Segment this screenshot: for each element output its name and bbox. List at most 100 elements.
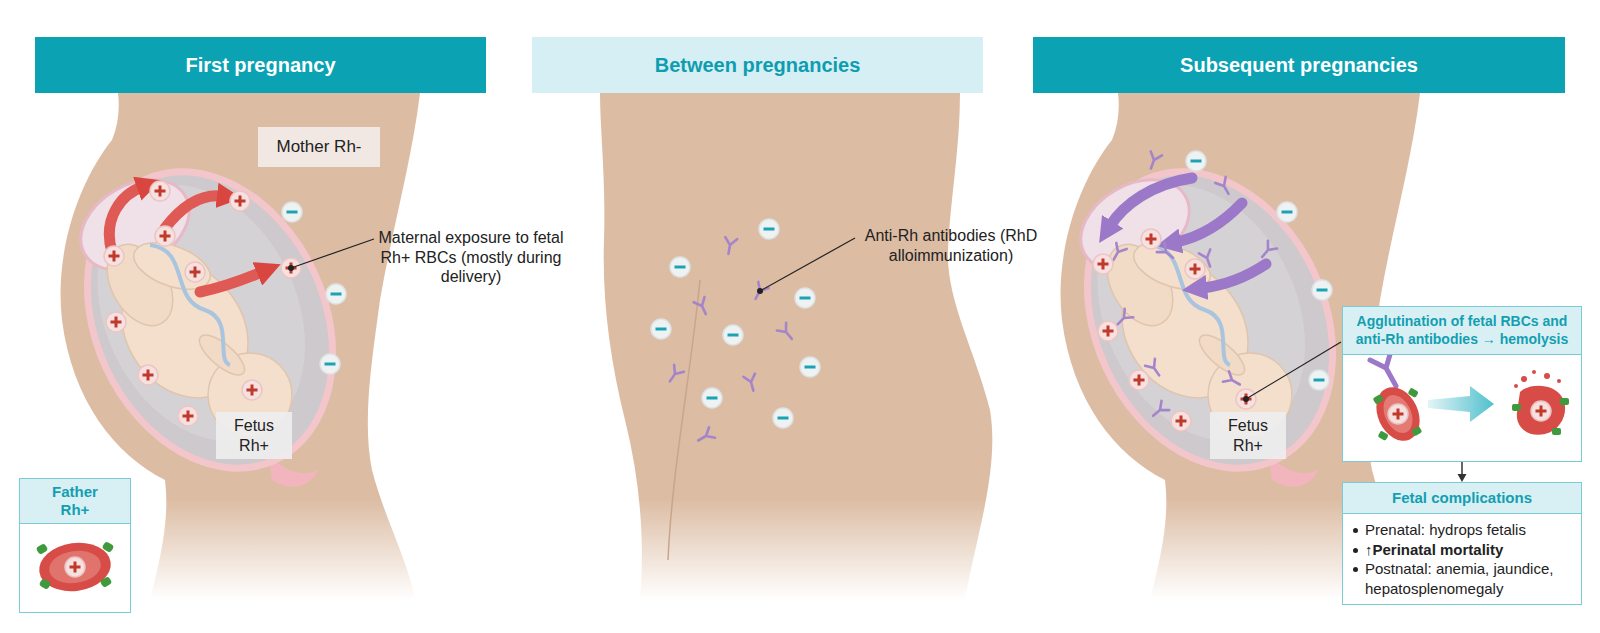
father-rbc	[102, 541, 115, 553]
red-arrow	[165, 196, 222, 228]
hemolysis-icon	[1411, 426, 1422, 437]
hemolysis-icon	[1368, 351, 1569, 448]
father-rbc	[36, 538, 114, 596]
rh-negative-cell	[651, 219, 820, 428]
hemolysis-icon	[1514, 384, 1518, 388]
connector-line	[1461, 462, 1463, 475]
fetus-label-box: Fetus Rh+	[216, 412, 292, 459]
section-header: First pregnancy	[35, 37, 486, 93]
section-header: Subsequent pregnancies	[1033, 37, 1565, 93]
hemolysis-icon	[1557, 379, 1561, 383]
rh-negative-cell	[1309, 370, 1329, 390]
rh-negative-cell	[320, 354, 340, 374]
bullet-row: Postnatal: anemia, jaundice, hepatosplen…	[1353, 559, 1573, 598]
leader-line	[288, 239, 374, 271]
rh-negative-cell	[1186, 151, 1332, 390]
antibody	[1108, 151, 1277, 420]
father-rbc	[65, 557, 85, 577]
antibody	[777, 323, 796, 343]
rh-positive-cell	[1098, 321, 1118, 341]
leader-line	[1246, 342, 1341, 399]
hemolysis-icon	[1428, 386, 1494, 422]
box-heading: Father Rh+	[20, 479, 130, 524]
antibody	[1145, 151, 1162, 170]
red-arrow	[109, 187, 142, 252]
box-text: Between pregnancies	[655, 54, 861, 77]
antibody	[695, 427, 715, 445]
hemolysis-icon	[1517, 386, 1565, 435]
rh-positive-cell	[1093, 229, 1256, 431]
leader-line	[760, 238, 855, 291]
rh-negative-cell	[282, 202, 346, 374]
rh-positive-cell	[1141, 229, 1161, 249]
hemolysis-icon	[1373, 394, 1384, 405]
rh-positive-cell	[185, 262, 205, 282]
rh-positive-cell	[106, 312, 126, 332]
annotation-label: Anti-Rh antibodies (RhD alloimmunization…	[858, 226, 1044, 265]
rh-positive-cell	[1185, 259, 1205, 279]
rh-positive-cell	[138, 365, 158, 385]
box-ground	[1342, 306, 1582, 462]
hemolysis-icon	[1560, 398, 1569, 405]
bullet-dot	[1353, 567, 1358, 572]
bullet-list: Prenatal: hydrops fetalis↑Perinatal mort…	[1343, 514, 1581, 604]
antibody	[750, 282, 768, 302]
box-text: Subsequent pregnancies	[1180, 54, 1418, 77]
rh-negative-cell	[670, 257, 690, 277]
hemolysis-icon	[1544, 373, 1550, 379]
bullet-text: ↑Perinatal mortality	[1365, 540, 1503, 560]
box-text: Mother Rh-	[276, 137, 361, 157]
section-header: Between pregnancies	[532, 37, 983, 93]
father-box: Father Rh+	[19, 478, 131, 613]
father-rbc	[47, 548, 103, 587]
rh-positive-cell	[242, 380, 262, 400]
rh-positive-cell	[1093, 254, 1113, 274]
hemolysis-icon	[1532, 370, 1536, 374]
antibody	[694, 297, 712, 317]
antibody	[1258, 241, 1277, 261]
hemolysis-icon	[1378, 430, 1389, 441]
red-arrow	[109, 187, 262, 292]
purple-arrow	[1176, 203, 1242, 242]
purple-arrow	[1110, 178, 1266, 288]
father-rbc	[36, 538, 115, 596]
bullet-dot	[1353, 528, 1358, 533]
rh-positive-cell	[1129, 370, 1149, 390]
antibody	[1223, 371, 1243, 389]
antibody	[1149, 401, 1169, 420]
purple-arrow	[1110, 178, 1192, 226]
rh-negative-cell	[800, 357, 820, 377]
hemolysis-icon	[1552, 428, 1561, 435]
rh-negative-cell	[1186, 151, 1206, 171]
fetus-label-box: Fetus Rh+	[1210, 412, 1286, 459]
rh-positive-cell	[230, 191, 250, 211]
father-rbc	[36, 543, 49, 555]
rh-negative-cell	[723, 325, 743, 345]
antibody	[1215, 177, 1233, 197]
box-heading: Fetal complications	[1343, 483, 1581, 514]
hemolysis-icon	[1408, 387, 1419, 398]
rh-negative-cell	[702, 388, 722, 408]
rh-positive-cell	[104, 246, 124, 266]
bullet-row: ↑Perinatal mortality	[1353, 540, 1573, 560]
hemolysis-icon	[1368, 380, 1428, 448]
mechanism-box: Agglutination of fetal RBCs and anti-Rh …	[1342, 306, 1582, 462]
leader-line	[757, 238, 855, 294]
antibody	[665, 365, 684, 385]
annotation-label: Maternal exposure to fetal Rh+ RBCs (mos…	[378, 228, 564, 287]
rh-negative-cell	[326, 284, 346, 304]
rh-positive-cell	[150, 181, 170, 201]
antibody	[1157, 243, 1177, 262]
hemolysis-icon	[1512, 404, 1521, 411]
bullet-text: Prenatal: hydrops fetalis	[1365, 520, 1526, 540]
hemolysis-icon	[1531, 401, 1551, 421]
complications-box: Fetal complicationsPrenatal: hydrops fet…	[1342, 482, 1582, 605]
arrow-head	[1458, 474, 1467, 482]
antibody	[743, 374, 759, 393]
rh-negative-cell	[282, 202, 302, 222]
rh-positive-cell	[104, 181, 301, 426]
rh-negative-cell	[773, 408, 793, 428]
connector-arrow	[1458, 462, 1467, 482]
father-rbc	[100, 576, 113, 588]
